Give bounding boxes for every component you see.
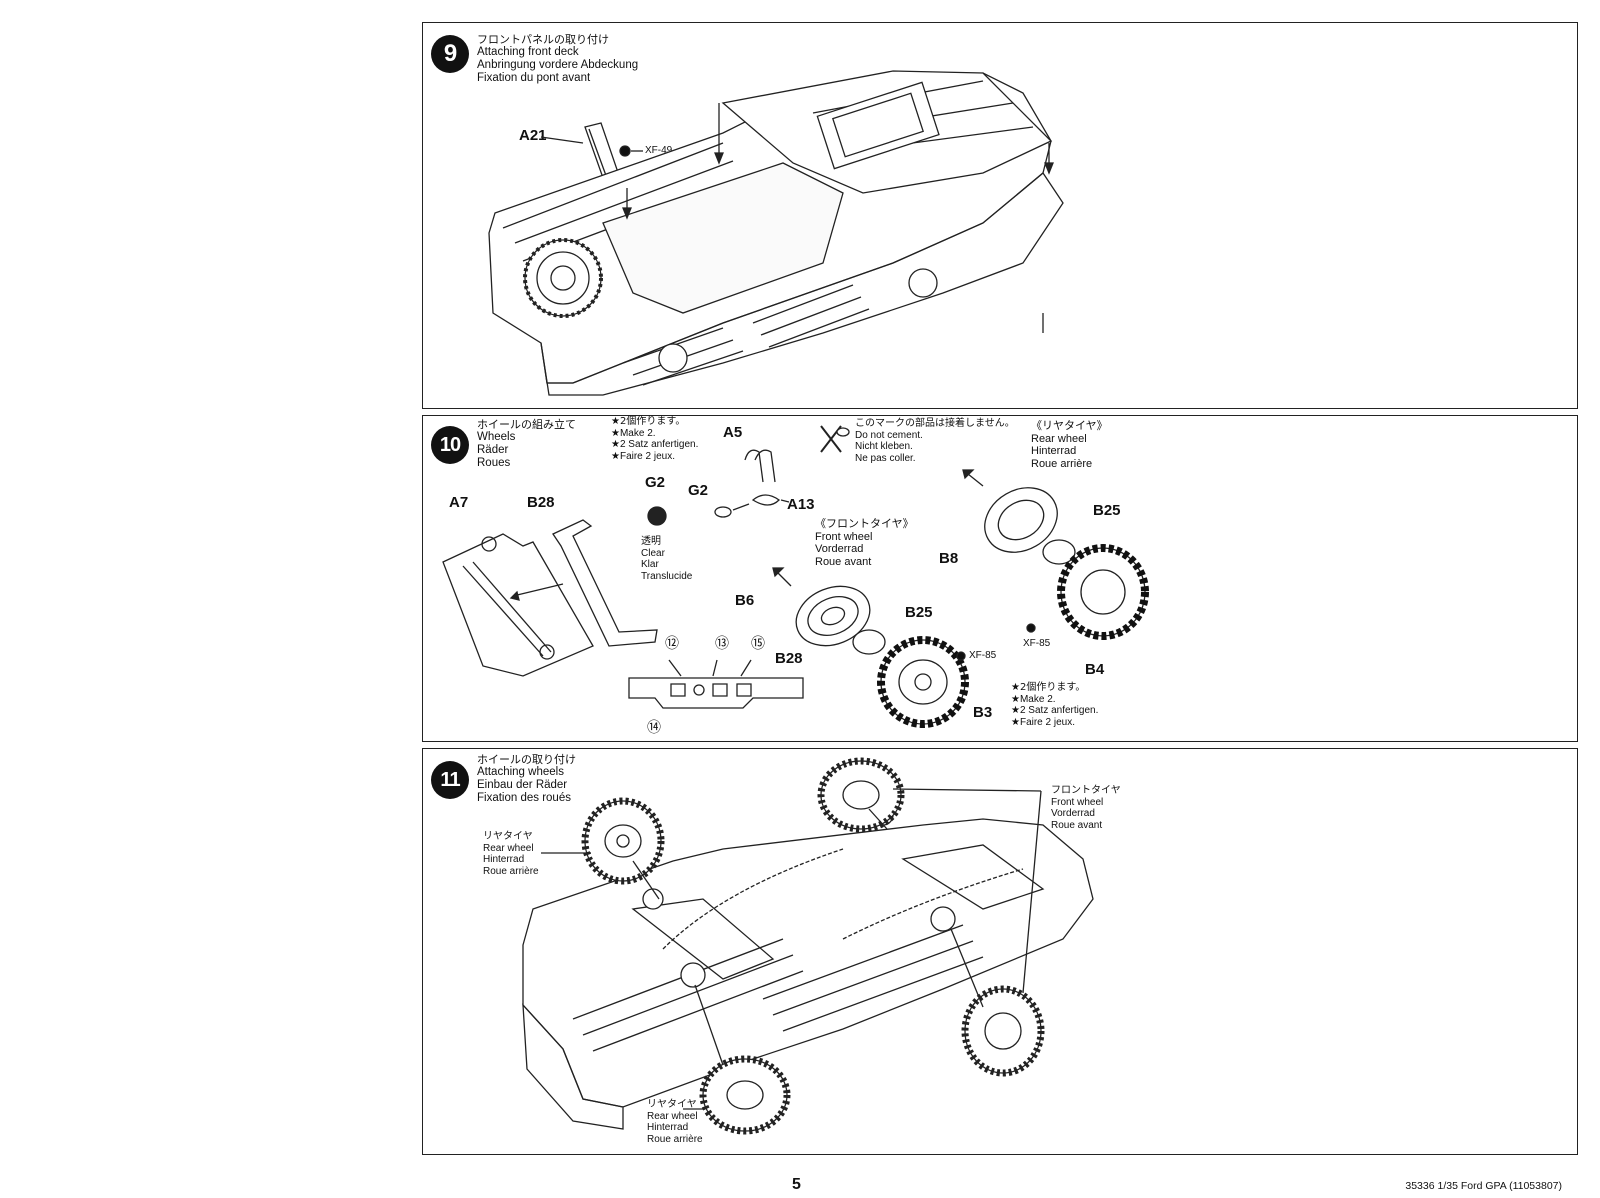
rear-wheel-label-bottom: リヤタイヤ Rear wheel Hinterrad Roue arrière [647, 1099, 703, 1145]
step-9-title-jp: フロントパネルの取り付け [477, 33, 609, 46]
clear-part-note: 透明 Clear Klar Translucide [641, 536, 693, 582]
step-9-title-de: Anbringung vordere Abdeckung [477, 59, 639, 71]
part-label-b25-rear: B25 [1093, 502, 1121, 519]
step-9-panel: 9 フロントパネルの取り付け Attaching front deck Anbr… [422, 22, 1578, 409]
page-number: 5 [792, 1176, 801, 1193]
circled-number-13: ⑬ [715, 635, 729, 651]
rear-wheel-label-top: リヤタイヤ Rear wheel Hinterrad Roue arrière [483, 831, 539, 877]
do-not-cement-note: このマークの部品は接着しません。 Do not cement. Nicht kl… [855, 418, 1015, 464]
part-label-g2-side: G2 [688, 482, 709, 499]
part-label-b3: B3 [973, 704, 993, 721]
circled-number-15: ⑮ [751, 635, 765, 651]
step-9-title-fr: Fixation du pont avant [477, 72, 591, 84]
rear-wheel-heading: 《リヤタイヤ》 Rear wheel Hinterrad Roue arrièr… [1031, 419, 1108, 470]
step-10-title-fr: Roues [477, 457, 511, 469]
step-11-jeep-underside-drawing [423, 749, 1579, 1156]
step-10-titles: ホイールの組み立て Wheels Räder Roues [477, 418, 576, 470]
part-label-b4: B4 [1085, 661, 1105, 678]
step-11-panel: 11 ホイールの取り付け Attaching wheels Einbau der… [422, 748, 1578, 1155]
step-10-title-jp: ホイールの組み立て [477, 418, 576, 431]
step-10-badge: 10 [431, 426, 469, 464]
part-label-g2-top: G2 [645, 474, 666, 491]
step-10-panel: 10 ホイールの組み立て Wheels Räder Roues ★2個作ります。… [422, 415, 1578, 742]
part-label-a5: A5 [723, 424, 743, 441]
front-wheel-heading: 《フロントタイヤ》 Front wheel Vorderrad Roue ava… [815, 517, 914, 568]
part-label-a21: A21 [519, 127, 547, 144]
step-9-jeep-hull-drawing [423, 23, 1579, 410]
make-two-note-top: ★2個作ります。 ★Make 2. ★2 Satz anfertigen. ★F… [611, 416, 699, 462]
step-11-title-fr: Fixation des roués [477, 792, 571, 804]
step-9-title-en: Attaching front deck [477, 46, 579, 58]
step-11-title-de: Einbau der Räder [477, 779, 568, 791]
circled-number-12: ⑫ [665, 635, 679, 651]
step-10-title-de: Räder [477, 444, 509, 456]
step-10-wheel-assembly-drawing [423, 416, 1579, 743]
step-9-badge: 9 [431, 35, 469, 73]
circled-number-14: ⑭ [647, 719, 661, 735]
footer-product-code: 35336 1/35 Ford GPA (11053807) [1405, 1180, 1562, 1192]
step-10-title-en: Wheels [477, 431, 516, 443]
part-label-a13: A13 [787, 496, 815, 513]
make-two-note-bottom: ★2個作ります。 ★Make 2. ★2 Satz anfertigen. ★F… [1011, 682, 1099, 728]
step-11-title-en: Attaching wheels [477, 766, 564, 778]
step-11-titles: ホイールの取り付け Attaching wheels Einbau der Rä… [477, 753, 576, 805]
part-label-b8: B8 [939, 550, 959, 567]
part-label-b28-bottom: B28 [775, 650, 803, 667]
front-wheel-label: フロントタイヤ Front wheel Vorderrad Roue avant [1051, 785, 1121, 831]
paint-xf49-label: XF-49 [645, 145, 673, 156]
part-label-b25-front: B25 [905, 604, 933, 621]
paint-xf85-rear-label: XF-85 [1023, 638, 1051, 649]
part-label-b6: B6 [735, 592, 755, 609]
part-label-a7: A7 [449, 494, 469, 511]
step-9-titles: フロントパネルの取り付け Attaching front deck Anbrin… [477, 33, 638, 85]
step-11-title-jp: ホイールの取り付け [477, 753, 576, 766]
part-label-b28-top: B28 [527, 494, 555, 511]
step-11-badge: 11 [431, 761, 469, 799]
paint-xf85-front-label: XF-85 [969, 650, 997, 661]
